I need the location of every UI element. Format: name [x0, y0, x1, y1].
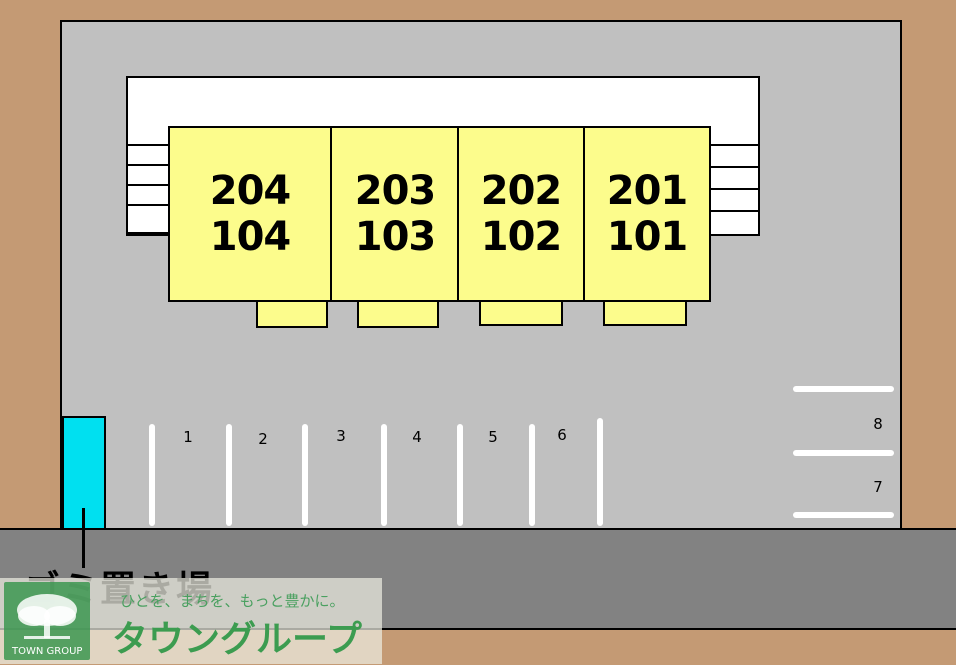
parking-number-4: 4: [412, 428, 422, 446]
watermark-logo-text: TOWN GROUP: [12, 646, 83, 657]
porch-202: [479, 300, 563, 326]
unit-upper-number: 201: [606, 168, 688, 214]
parking-divider-side: [793, 386, 894, 392]
parking-divider-side: [793, 450, 894, 456]
parking-divider-side: [793, 512, 894, 518]
porch-203: [357, 300, 439, 328]
porch-201: [603, 300, 687, 326]
unit-upper-number: 203: [354, 168, 436, 214]
trash-leader-line: [82, 508, 85, 568]
parking-number-2: 2: [258, 430, 268, 448]
unit-201-101: 201 101: [583, 126, 711, 302]
parking-number-1: 1: [183, 428, 193, 446]
parking-divider: [149, 424, 155, 526]
unit-204-104: 204 104: [168, 126, 332, 302]
parking-divider: [457, 424, 463, 526]
porch-204: [256, 300, 328, 328]
unit-202-102: 202 102: [457, 126, 585, 302]
unit-upper-number: 202: [480, 168, 562, 214]
parking-divider: [529, 424, 535, 526]
parking-number-7: 7: [873, 478, 883, 496]
parking-divider: [302, 424, 308, 526]
parking-divider: [597, 418, 603, 526]
unit-203-103: 203 103: [330, 126, 460, 302]
parking-number-8: 8: [873, 415, 883, 433]
watermark-tagline: ひとを、まちを、もっと豊かに。: [120, 592, 345, 610]
parking-divider: [381, 424, 387, 526]
unit-upper-number: 204: [209, 168, 291, 214]
unit-lower-number: 102: [480, 214, 562, 260]
parking-divider: [226, 424, 232, 526]
parking-number-6: 6: [557, 426, 567, 444]
watermark-brand: タウングループ: [112, 619, 362, 660]
parking-number-5: 5: [488, 428, 498, 446]
tree-logo-icon: [4, 582, 90, 660]
unit-lower-number: 103: [354, 214, 436, 260]
unit-lower-number: 101: [606, 214, 688, 260]
parking-number-3: 3: [336, 427, 346, 445]
unit-lower-number: 104: [209, 214, 291, 260]
